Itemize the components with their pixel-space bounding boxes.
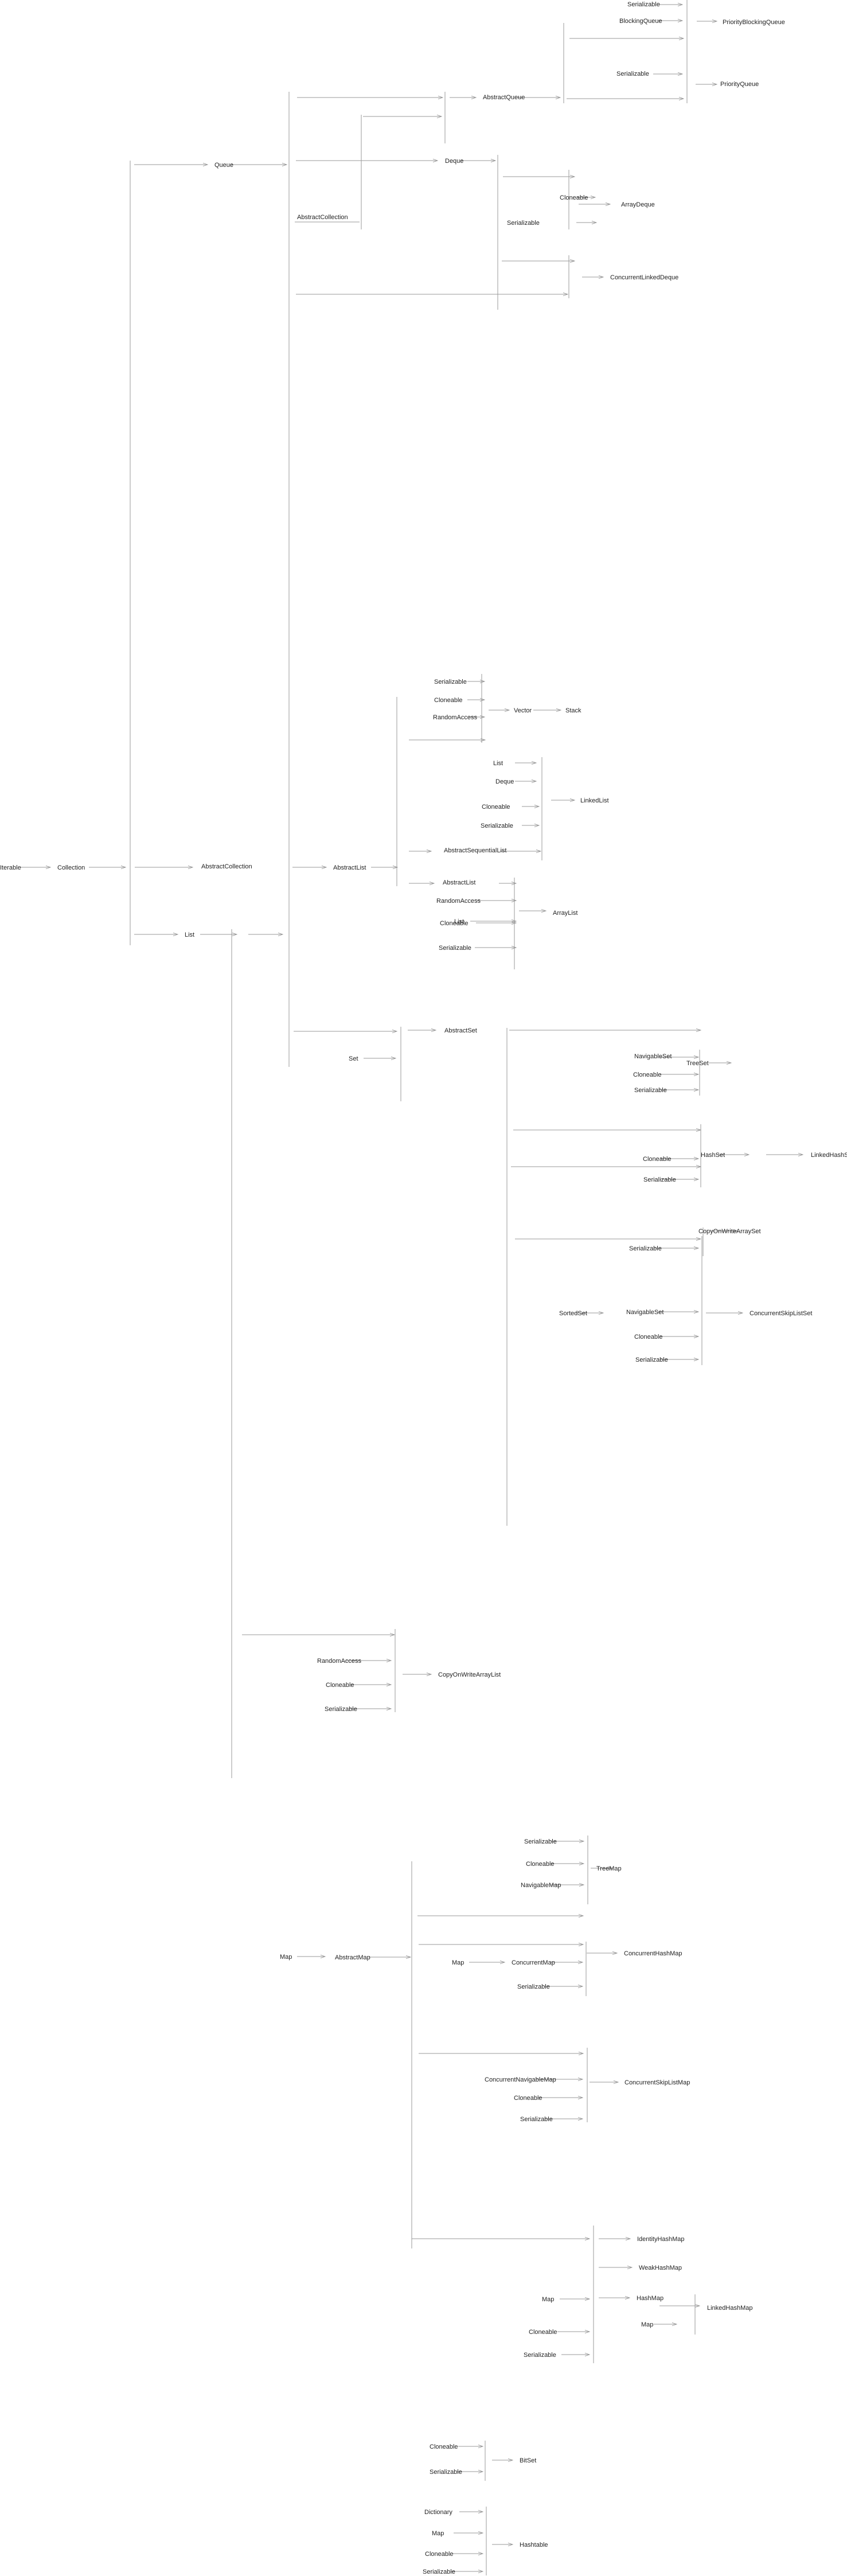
- class-node-label: PriorityBlockingQueue: [723, 19, 785, 26]
- class-node-label: PriorityQueue: [720, 81, 759, 88]
- class-node-label: List: [454, 918, 464, 925]
- class-node-label: NavigableSet: [634, 1053, 672, 1060]
- class-node-label: SortedSet: [559, 1310, 587, 1317]
- class-node-label: IdentityHashMap: [637, 2236, 685, 2243]
- class-node-label: CopyOnWriteArraySet: [698, 1228, 761, 1235]
- class-node-label: Serializable: [629, 1245, 662, 1252]
- class-node-label: Serializable: [524, 2352, 556, 2359]
- class-node-label: Cloneable: [529, 2329, 557, 2336]
- class-node-label: NavigableSet: [626, 1309, 663, 1316]
- class-node-label: Map: [641, 2321, 653, 2328]
- class-node-label: ConcurrentMap: [512, 1959, 555, 1966]
- class-node-label: TreeSet: [686, 1060, 709, 1067]
- class-node-label: Cloneable: [560, 194, 588, 201]
- class-node-label: Serializable: [616, 71, 649, 77]
- class-node-label: Collection: [57, 864, 85, 871]
- class-node-label: Cloneable: [430, 2444, 458, 2450]
- class-node-label: Serializable: [423, 2569, 455, 2575]
- class-node-label: Serializable: [325, 1706, 357, 1713]
- class-node-label: List: [493, 760, 503, 767]
- class-node-label: Serializable: [627, 1, 660, 8]
- class-node-label: Hashtable: [520, 2542, 548, 2548]
- class-node-label: Cloneable: [326, 1682, 354, 1689]
- class-node-label: Cloneable: [514, 2095, 542, 2102]
- class-node-label: Cloneable: [643, 1156, 672, 1163]
- class-node-label: Serializable: [434, 679, 467, 685]
- class-node-label: Cloneable: [634, 1334, 663, 1340]
- class-node-label: Deque: [445, 158, 463, 165]
- class-node-label: ConcurrentLinkedDeque: [610, 274, 678, 281]
- class-node-label: CopyOnWriteArrayList: [438, 1671, 501, 1678]
- class-node-label: Serializable: [517, 1983, 550, 1990]
- class-node-label: List: [185, 932, 194, 938]
- class-node-label: AbstractSet: [444, 1027, 477, 1034]
- class-node-label: WeakHashMap: [639, 2265, 682, 2271]
- class-node-label: RandomAccess: [317, 1658, 362, 1665]
- class-node-label: Map: [280, 1954, 292, 1961]
- class-node-label: ArrayList: [553, 910, 577, 917]
- class-node-label: AbstractList: [333, 864, 366, 871]
- class-node-label: HashSet: [701, 1152, 725, 1159]
- class-node-label: BitSet: [520, 2457, 536, 2464]
- class-node-label: TreeMap: [596, 1865, 622, 1872]
- connector-lines: [20, 0, 803, 2575]
- class-node-label: AbstractList: [443, 879, 475, 886]
- class-node-label: Serializable: [524, 1838, 557, 1845]
- class-node-label: NavigableMap: [521, 1882, 561, 1889]
- class-node-label: AbstractQueue: [483, 94, 525, 101]
- class-node-label: Set: [349, 1055, 358, 1062]
- class-node-label: Serializable: [635, 1357, 668, 1363]
- class-node-label: ConcurrentNavigableMap: [485, 2076, 556, 2083]
- class-node-label: Serializable: [507, 220, 540, 227]
- class-node-label: Serializable: [643, 1176, 676, 1183]
- class-node-label: ConcurrentHashMap: [624, 1950, 682, 1957]
- class-node-label: Serializable: [481, 823, 513, 829]
- class-node-label: HashMap: [637, 2295, 663, 2302]
- class-node-label: LinkedHashMap: [707, 2305, 753, 2312]
- class-node-label: AbstractMap: [335, 1954, 370, 1961]
- class-node-label: AbstractSequentialList: [444, 847, 506, 854]
- class-node-label: Stack: [565, 707, 581, 714]
- class-node-label: Map: [452, 1959, 464, 1966]
- class-node-label: Cloneable: [440, 920, 469, 927]
- class-node-label: Serializable: [634, 1087, 667, 1094]
- class-node-label: Cloneable: [425, 2551, 454, 2558]
- class-node-label: Serializable: [439, 945, 471, 952]
- class-node-label: Serializable: [430, 2469, 462, 2476]
- class-node-label: Map: [542, 2296, 554, 2303]
- class-node-label: Serializable: [520, 2116, 553, 2123]
- class-node-label: Vector: [514, 707, 532, 714]
- class-node-label: RandomAccess: [436, 898, 481, 905]
- class-node-label: LinkedHashSet: [811, 1152, 847, 1159]
- class-node-label: ArrayDeque: [621, 201, 655, 208]
- class-node-label: BlockingQueue: [619, 18, 662, 25]
- class-node-label: Map: [432, 2530, 444, 2537]
- class-node-label: Queue: [214, 162, 233, 169]
- class-node-label: Cloneable: [633, 1071, 662, 1078]
- class-node-label: ConcurrentSkipListSet: [750, 1310, 812, 1317]
- class-node-label: Cloneable: [482, 804, 510, 810]
- class-node-label: RandomAccess: [433, 714, 478, 721]
- class-node-label: Deque: [495, 778, 514, 785]
- class-node-label: AbstractCollection: [201, 863, 252, 870]
- class-node-label: AbstractCollection: [297, 214, 348, 221]
- class-node-label: Iterable: [0, 864, 21, 871]
- class-node-label: Cloneable: [434, 697, 463, 704]
- class-node-label: LinkedList: [580, 797, 609, 804]
- class-node-label: Cloneable: [526, 1861, 555, 1868]
- class-node-label: Dictionary: [424, 2509, 452, 2516]
- class-node-label: ConcurrentSkipListMap: [624, 2079, 690, 2086]
